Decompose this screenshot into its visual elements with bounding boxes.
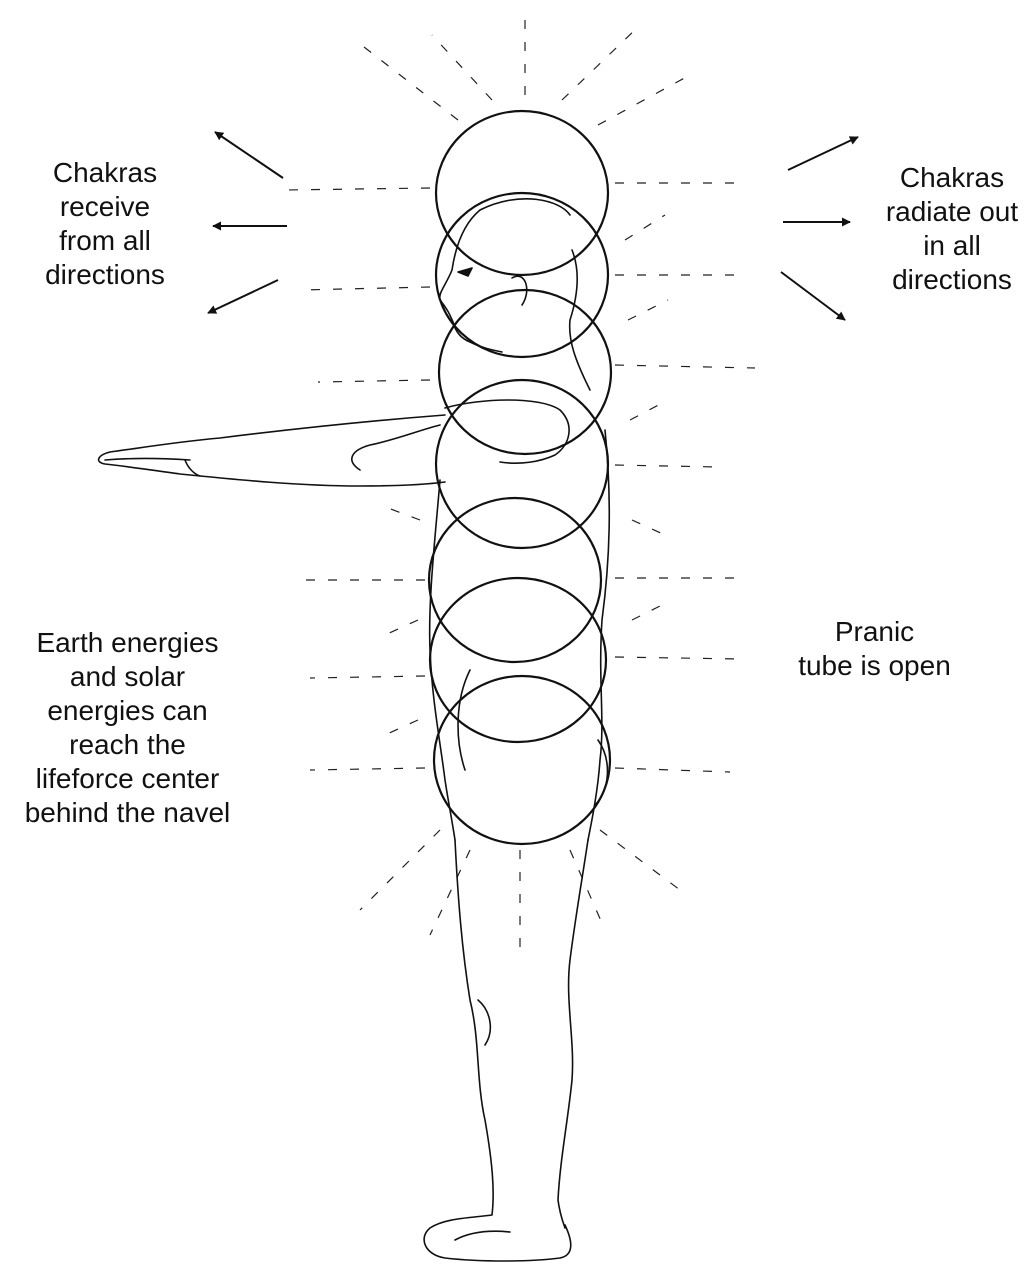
label-line: directions bbox=[872, 263, 1032, 297]
label-line: directions bbox=[30, 258, 180, 292]
arrow-radiate-lower bbox=[781, 272, 845, 320]
arrow-receive-lower bbox=[208, 280, 278, 313]
arrow-radiate-upper bbox=[788, 137, 858, 170]
eye bbox=[458, 268, 472, 276]
label-line: Chakras bbox=[872, 161, 1032, 195]
arm-upper bbox=[99, 415, 445, 486]
chakra-heart bbox=[436, 380, 608, 548]
leg-back bbox=[558, 840, 588, 1228]
arrow-receive-upper bbox=[215, 132, 283, 178]
label-line: receive bbox=[30, 190, 180, 224]
label-chakras-receive: Chakras receive from all directions bbox=[30, 156, 180, 292]
label-pranic-tube: Pranic tube is open bbox=[782, 615, 967, 683]
label-chakras-radiate: Chakras radiate out in all directions bbox=[872, 161, 1032, 297]
label-line: tube is open bbox=[782, 649, 967, 683]
radiate-arrows bbox=[781, 137, 858, 320]
label-line: lifeforce center bbox=[0, 762, 255, 796]
chakra-sacral bbox=[430, 578, 606, 742]
torso-front bbox=[430, 480, 455, 840]
label-line: reach the bbox=[0, 728, 255, 762]
chakra-root bbox=[434, 676, 610, 844]
label-line: from all bbox=[30, 224, 180, 258]
label-line: and solar bbox=[0, 660, 255, 694]
chakra-solar-plexus bbox=[429, 498, 601, 662]
chakra-circles bbox=[429, 111, 611, 844]
label-line: in all bbox=[872, 229, 1032, 263]
label-line: Chakras bbox=[30, 156, 180, 190]
head-outline bbox=[440, 199, 570, 352]
label-line: Pranic bbox=[782, 615, 967, 649]
label-line: behind the navel bbox=[0, 796, 255, 830]
torso-back bbox=[588, 430, 609, 840]
leg-front bbox=[424, 840, 571, 1261]
label-line: Earth energies bbox=[0, 626, 255, 660]
chakra-throat bbox=[439, 290, 611, 454]
energy-rays bbox=[285, 10, 755, 950]
label-earth-solar-energies: Earth energies and solar energies can re… bbox=[0, 626, 255, 830]
label-line: radiate out bbox=[872, 195, 1032, 229]
receive-arrows bbox=[208, 132, 287, 313]
label-line: energies can bbox=[0, 694, 255, 728]
